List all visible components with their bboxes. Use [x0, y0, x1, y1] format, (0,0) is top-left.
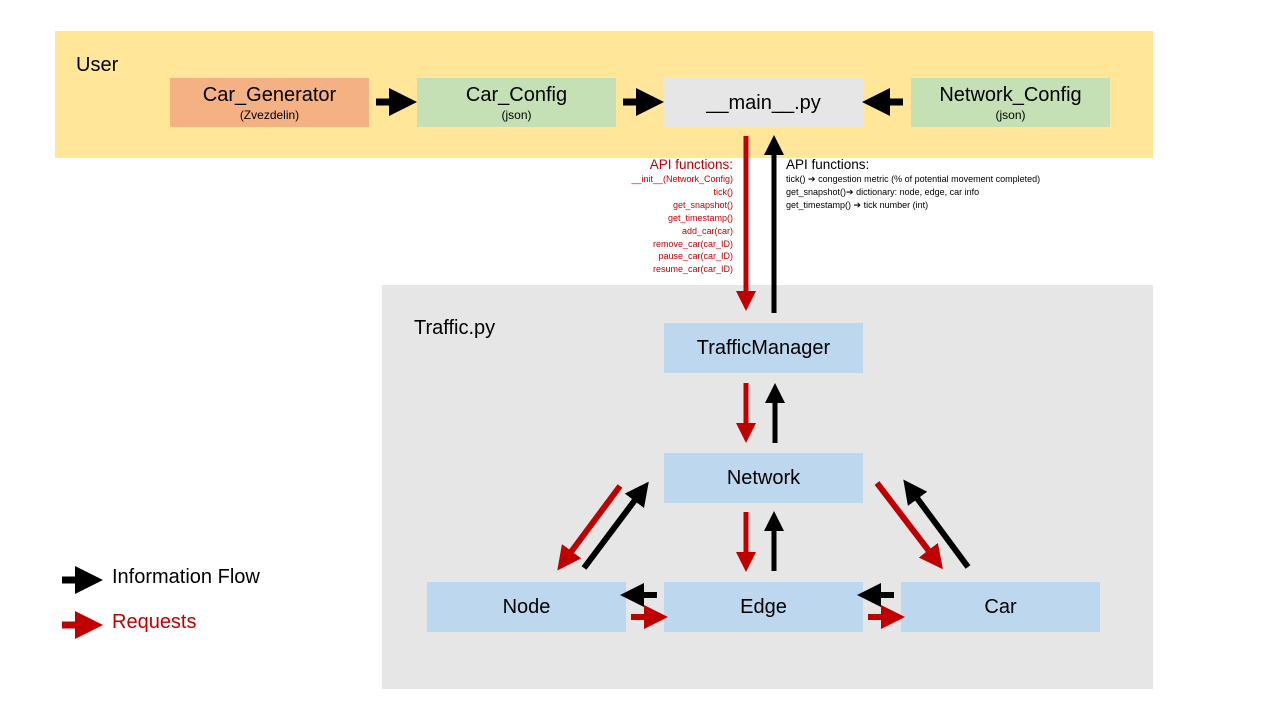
legend-info-flow-label: Information Flow: [112, 566, 260, 588]
api-request-item: pause_car(car_ID): [658, 251, 733, 262]
car-generator-title: Car_Generator: [202, 83, 337, 106]
arrow-car-to-network: [903, 479, 971, 569]
api-return-result: tick number (int): [863, 199, 929, 210]
api-requests-header: API functions:: [649, 157, 733, 172]
network-config-subtitle: (json): [995, 107, 1026, 122]
api-return-call: get_timestamp(): [786, 199, 852, 210]
api-requests-list: API functions: __init__(Network_Config) …: [560, 157, 733, 276]
right-arrow-icon: ➔: [846, 186, 854, 197]
car-config-subtitle: (json): [501, 107, 532, 122]
arrow-node-to-network: [581, 481, 649, 570]
api-request-item: get_timestamp(): [667, 212, 733, 223]
api-return-item: get_timestamp() ➔ tick number (int): [786, 199, 1040, 212]
api-return-result: congestion metric (% of potential moveme…: [818, 174, 1041, 184]
traffic-manager-title: TrafficManager: [696, 337, 831, 359]
legend-requests-label: Requests: [112, 611, 197, 633]
api-request-item: add_car(car): [681, 225, 733, 236]
right-arrow-icon: ➔: [853, 199, 862, 210]
api-return-item: tick() ➔ congestion metric (% of potenti…: [786, 173, 1040, 186]
node-box: Node: [427, 582, 626, 632]
api-request-item: __init__(Network_Config): [631, 174, 733, 184]
right-arrow-icon: ➔: [808, 174, 816, 184]
network-config-title: Network_Config: [939, 83, 1082, 106]
traffic-region-label: Traffic.py: [414, 317, 496, 339]
api-returns-header: API functions:: [786, 157, 870, 172]
api-request-item: remove_car(car_ID): [652, 238, 733, 249]
car-title: Car: [984, 596, 1017, 618]
arrow-network-to-node: [557, 484, 623, 571]
arrow-network-to-car: [874, 481, 943, 570]
api-request-item: tick(): [713, 186, 734, 197]
network-title: Network: [726, 467, 801, 489]
car-box: Car: [901, 582, 1100, 632]
user-region-label: User: [76, 54, 119, 76]
api-return-call: get_snapshot(): [786, 186, 847, 197]
car-generator-subtitle: (Zvezdelin): [239, 107, 300, 122]
api-return-result: dictionary: node, edge, car info: [856, 186, 980, 197]
car-config-box: Car_Config (json): [417, 78, 616, 127]
network-box: Network: [664, 453, 863, 503]
main-py-box: __main__.py: [664, 78, 863, 127]
api-return-item: get_snapshot()➔ dictionary: node, edge, …: [786, 186, 1040, 199]
car-generator-box: Car_Generator (Zvezdelin): [170, 78, 369, 127]
edge-box: Edge: [664, 582, 863, 632]
api-request-item: get_snapshot(): [672, 199, 733, 210]
main-py-title: __main__.py: [706, 91, 821, 114]
edge-title: Edge: [740, 596, 787, 618]
traffic-manager-box: TrafficManager: [664, 323, 863, 373]
api-request-item: resume_car(car_ID): [652, 264, 733, 275]
car-config-title: Car_Config: [465, 83, 568, 106]
node-title: Node: [502, 596, 551, 618]
api-return-call: tick(): [786, 174, 806, 184]
network-config-box: Network_Config (json): [911, 78, 1110, 127]
api-returns-list: API functions: tick() ➔ congestion metri…: [786, 157, 1040, 212]
